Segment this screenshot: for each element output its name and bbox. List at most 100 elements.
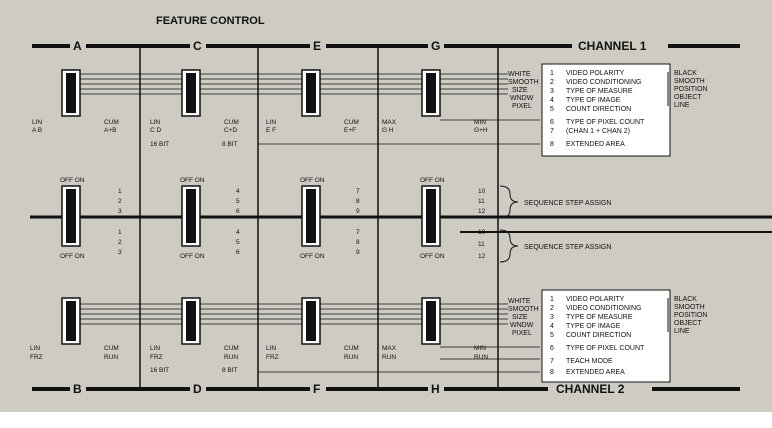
ch1-fn-0: VIDEO POLARITY — [566, 70, 625, 77]
seq-upper-num-4a: 10 — [478, 188, 486, 195]
seq-upper-num-3b: 8 — [356, 198, 360, 205]
ch1-s1-left-top: LIN — [32, 119, 42, 126]
bus-letter-f: F — [313, 382, 320, 396]
ch2-dip-switch-4[interactable] — [421, 297, 441, 345]
seq-upper-num-1a: 1 — [118, 188, 122, 195]
bus-letter-d: D — [193, 382, 202, 396]
ch2-s2-left-bottom: FRZ — [150, 354, 163, 361]
ch2-s3-left-bottom: FRZ — [266, 354, 279, 361]
seq-upper-num-3a: 7 — [356, 188, 360, 195]
ch2-input-3: WNDW — [510, 322, 534, 329]
seq-upper-num-4b: 11 — [478, 198, 485, 205]
seq-upper-switch-2[interactable] — [181, 185, 201, 247]
seq-upper-switch-3[interactable] — [301, 185, 321, 247]
ch1-s3-right-bottom: E+F — [344, 127, 356, 134]
seq-lower-offon-1: OFF ON — [60, 253, 85, 260]
seq-upper-switch-1[interactable] — [61, 185, 81, 247]
ch1-num-3: 4 — [550, 97, 554, 104]
ch2-fn-5: TYPE OF PIXEL COUNT — [566, 345, 645, 352]
ch1-input-2: SIZE — [512, 87, 528, 94]
seq-lower-offon-3: OFF ON — [300, 253, 325, 260]
seq-upper-offon-2: OFF ON — [180, 177, 205, 184]
ch1-input-3: WNDW — [510, 95, 534, 102]
bus-letter-a: A — [73, 39, 82, 53]
ch1-s4-right-top: MIN — [474, 119, 486, 126]
ch2-dip-switch-2[interactable] — [181, 297, 201, 345]
ch1-s4-left-bottom: G H — [382, 127, 394, 134]
bus-bottom-letters: B D F H — [70, 381, 444, 396]
channel2-label: CHANNEL 2 — [556, 382, 625, 396]
ch2-output-3: OBJECT — [674, 320, 702, 327]
channel1-label: CHANNEL 1 — [578, 39, 647, 53]
ch1-s4-left-top: MAX — [382, 119, 397, 126]
ch1-function-panel — [541, 63, 671, 157]
ch2-s1-right-top: CUM — [104, 345, 119, 352]
ch2-fn-6: TEACH MODE — [566, 358, 613, 365]
ch2-dip-switch-3[interactable] — [301, 297, 321, 345]
ch1-s3-left-top: LIN — [266, 119, 276, 126]
ch1-num-4: 5 — [550, 106, 554, 113]
seq-upper-switch-4[interactable] — [421, 185, 441, 247]
ch2-s2-right-bottom: RUN — [224, 354, 238, 361]
ch2-fn-3: TYPE OF IMAGE — [566, 323, 621, 330]
ch1-output-1: SMOOTH — [674, 78, 705, 85]
ch1-s2-left-bottom: C D — [150, 127, 162, 134]
ch2-fn-2: TYPE OF MEASURE — [566, 314, 633, 321]
seq-lower-num-3a: 7 — [356, 229, 360, 236]
seq-lower-num-4b: 11 — [478, 241, 485, 248]
ch1-num-0: 1 — [550, 70, 554, 77]
bottom-strip — [0, 412, 772, 428]
ch1-num-5: 6 — [550, 119, 554, 126]
ch1-s1-right-bottom: A+B — [104, 127, 116, 134]
seq-upper-num-2a: 4 — [236, 188, 240, 195]
ch1-input-0: WHITE — [508, 71, 531, 78]
ch2-s1-left-bottom: FRZ — [30, 354, 43, 361]
ch1-s2-right-top: CUM — [224, 119, 239, 126]
bus-top-letters: A C E G — [70, 38, 444, 53]
ch1-output-4: LINE — [674, 102, 690, 109]
seq-upper-num-2b: 5 — [236, 198, 240, 205]
ch1-num-2: 3 — [550, 88, 554, 95]
ch1-fn-3: TYPE OF IMAGE — [566, 97, 621, 104]
ch2-output-1: SMOOTH — [674, 304, 705, 311]
ch2-fn-1: VIDEO CONDITIONING — [566, 305, 641, 312]
ch2-output-2: POSITION — [674, 312, 707, 319]
seq-upper-brace — [499, 185, 519, 219]
seq-lower-num-2b: 5 — [236, 239, 240, 246]
ch1-s2-under-left: 16 BIT — [150, 141, 169, 148]
ch1-fn-6: (CHAN 1 + CHAN 2) — [566, 128, 630, 135]
ch1-s3-right-top: CUM — [344, 119, 359, 126]
ch2-output-0: BLACK — [674, 296, 697, 303]
seq-lower-num-2c: 6 — [236, 249, 240, 256]
ch1-dip-switch-2[interactable] — [181, 69, 201, 117]
ch1-num-1: 2 — [550, 79, 554, 86]
ch2-output-4: LINE — [674, 328, 690, 335]
seq-upper-num-3c: 9 — [356, 208, 360, 215]
ch2-dip-switch-1[interactable] — [61, 297, 81, 345]
seq-upper-offon-1: OFF ON — [60, 177, 85, 184]
ch2-s4-right-top: MIN — [474, 345, 486, 352]
ch2-fn-7: EXTENDED AREA — [566, 369, 625, 376]
ch1-s4-right-bottom: G+H — [474, 127, 488, 134]
seq-upper-num-1b: 2 — [118, 198, 122, 205]
seq-lower-assign-label: SEQUENCE STEP ASSIGN — [524, 244, 611, 251]
ch2-num-1: 2 — [550, 305, 554, 312]
diagram-title: FEATURE CONTROL — [156, 15, 265, 27]
bus-letter-c: C — [193, 39, 202, 53]
ch2-num-5: 6 — [550, 345, 554, 352]
ch1-dip-switch-4[interactable] — [421, 69, 441, 117]
seq-upper-offon-3: OFF ON — [300, 177, 325, 184]
ch1-fn-7: EXTENDED AREA — [566, 141, 625, 148]
bus-letter-h: H — [431, 382, 440, 396]
ch1-dip-switch-3[interactable] — [301, 69, 321, 117]
ch1-num-6: 7 — [550, 128, 554, 135]
ch2-num-3: 4 — [550, 323, 554, 330]
ch1-input-1: SMOOTH — [508, 79, 539, 86]
ch1-dip-switch-1[interactable] — [61, 69, 81, 117]
sequence-lower-row: 1 2 3 OFF ON 4 5 6 OFF ON 7 8 9 OFF ON 1… — [60, 229, 611, 263]
ch1-fn-1: VIDEO CONDITIONING — [566, 79, 641, 86]
seq-upper-num-1c: 3 — [118, 208, 122, 215]
seq-lower-num-1c: 3 — [118, 249, 122, 256]
ch1-fn-5: TYPE OF PIXEL COUNT — [566, 119, 645, 126]
